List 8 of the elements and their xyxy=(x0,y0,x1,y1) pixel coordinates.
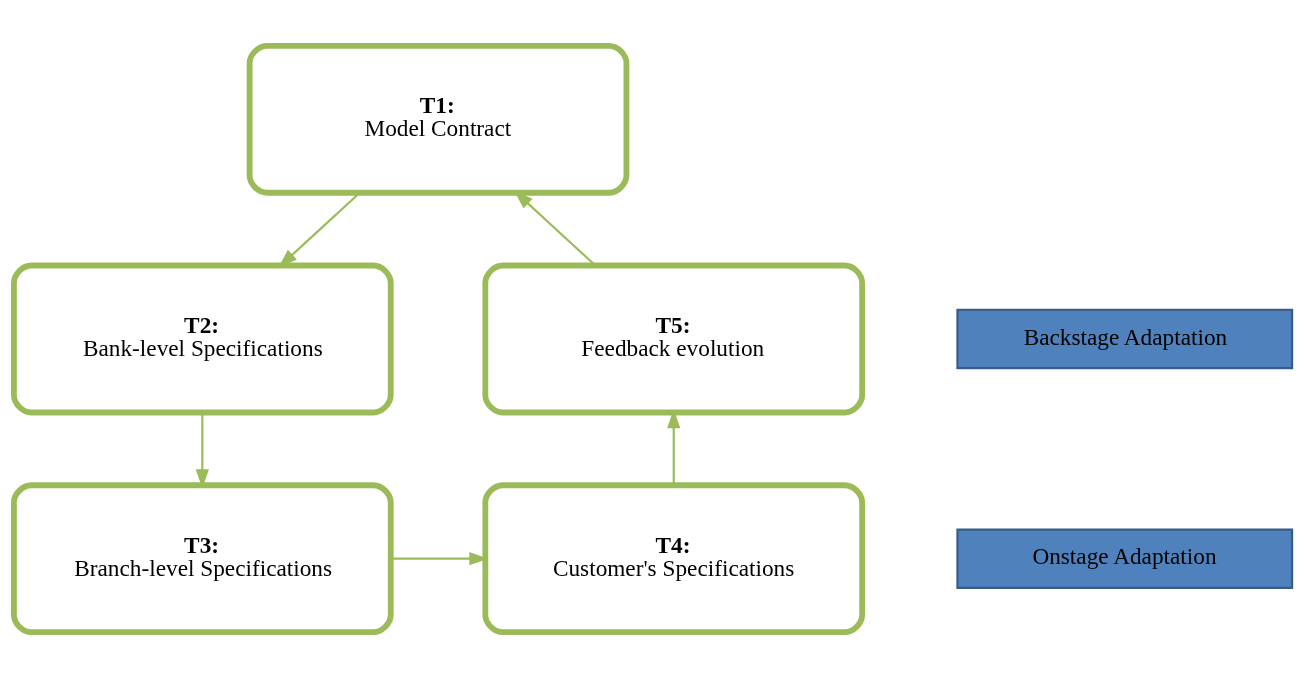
arrow xyxy=(667,408,681,485)
node-box: T1: Model Contract xyxy=(246,42,630,196)
node-box: Onstage Adaptation xyxy=(956,528,1294,589)
node-box: T5: Feedback evolution xyxy=(482,262,866,415)
node-box: T3: Branch-level Specifications xyxy=(11,481,394,635)
node-box: T4: Customer's Specifications xyxy=(482,481,866,635)
node-box: T2: Bank-level Specifications xyxy=(11,262,394,415)
node-box: Backstage Adaptation xyxy=(956,308,1294,369)
